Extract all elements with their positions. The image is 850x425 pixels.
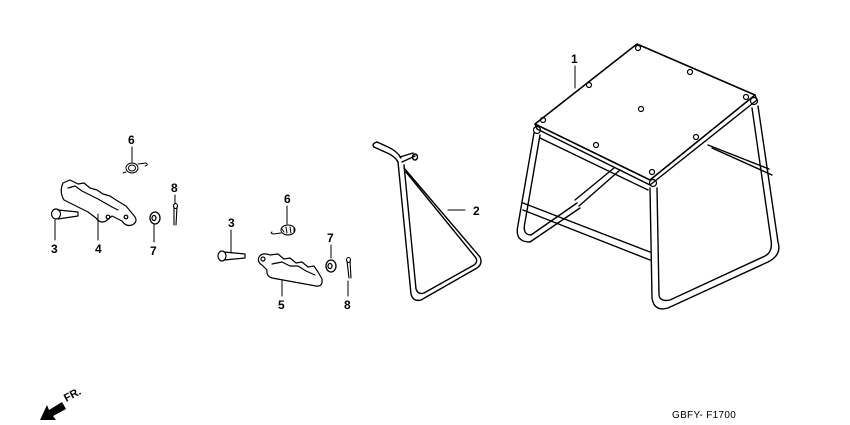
callout-3-left: 3 <box>51 242 58 256</box>
front-direction-arrow-icon <box>40 402 66 420</box>
washer-right-drawing <box>325 259 337 273</box>
callout-5: 5 <box>278 298 285 312</box>
callout-1: 1 <box>571 52 578 66</box>
callout-8-right: 8 <box>344 298 351 312</box>
callout-7-right: 7 <box>327 231 334 245</box>
diagram-code: GBFY- F1700 <box>672 410 737 421</box>
callout-2: 2 <box>473 204 480 218</box>
callout-6-left: 6 <box>128 133 135 147</box>
spring-left-drawing <box>122 162 148 174</box>
callout-7-left: 7 <box>150 244 157 258</box>
callout-8-left: 8 <box>171 181 178 195</box>
footpeg-left-drawing <box>60 179 137 227</box>
footpeg-right-drawing <box>257 253 323 287</box>
spring-right-drawing <box>270 224 296 236</box>
cotter-pin-left-drawing <box>172 202 179 226</box>
callout-4: 4 <box>95 242 102 256</box>
leader-lines <box>54 65 576 297</box>
pin-left-drawing <box>50 208 79 220</box>
side-stand-drawing <box>372 141 482 302</box>
callout-6-right: 6 <box>284 192 291 206</box>
cotter-pin-right-drawing <box>345 256 352 279</box>
callout-3-right: 3 <box>228 216 235 230</box>
washer-left-drawing <box>149 211 161 225</box>
pin-right-drawing <box>217 250 246 262</box>
stand-drawing <box>516 43 780 310</box>
